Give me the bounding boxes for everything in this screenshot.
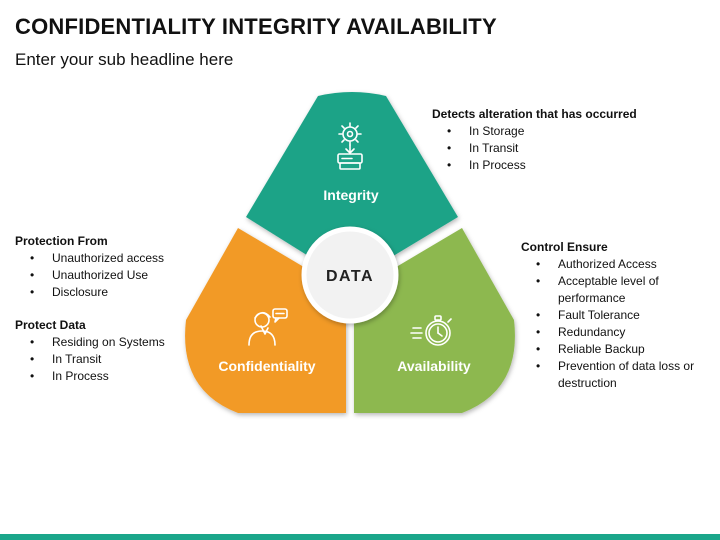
list-item: In Process [15,368,165,385]
list-item: In Process [432,157,637,174]
list-item: Reliable Backup [521,341,711,358]
list-item: Acceptable level of performance [521,273,711,307]
list-item: Authorized Access [521,256,711,273]
slide-subtitle: Enter your sub headline here [15,50,234,69]
list-item: Fault Tolerance [521,307,711,324]
list-item: In Transit [432,140,637,157]
stopwatch-icon [410,315,452,346]
data-center-circle [301,226,399,324]
availability-notes-heading: Control Ensure [521,240,608,254]
center-label: DATA [326,268,374,285]
protection-from-list: Unauthorized access Unauthorized Use Dis… [15,250,164,301]
list-item: Residing on Systems [15,334,165,351]
list-item: Disclosure [15,284,164,301]
integrity-label: Integrity [323,187,378,203]
gear-cloud-server-icon [337,122,363,170]
person-speech-bubble-icon [248,308,288,346]
integrity-segment [246,92,458,282]
protection-from-notes: Protection From Unauthorized access Unau… [15,233,164,301]
integrity-notes-list: In Storage In Transit In Process [432,123,637,174]
list-item: Prevention of data loss or destruction [521,358,711,392]
protect-data-notes: Protect Data Residing on Systems In Tran… [15,317,165,385]
slide-title: CONFIDENTIALITY INTEGRITY AVAILABILITY [15,14,497,39]
list-item: In Transit [15,351,165,368]
protection-from-heading: Protection From [15,234,108,248]
availability-label: Availability [397,358,471,374]
list-item: Unauthorized Use [15,267,164,284]
list-item: In Storage [432,123,637,140]
availability-notes: Control Ensure Authorized Access Accepta… [521,239,711,392]
confidentiality-label: Confidentiality [218,358,315,374]
protect-data-heading: Protect Data [15,318,86,332]
list-item: Redundancy [521,324,711,341]
list-item: Unauthorized access [15,250,164,267]
bottom-accent-bar [0,534,720,540]
protect-data-list: Residing on Systems In Transit In Proces… [15,334,165,385]
integrity-notes-heading: Detects alteration that has occurred [432,107,637,121]
availability-notes-list: Authorized Access Acceptable level of pe… [521,256,711,392]
integrity-notes: Detects alteration that has occurred In … [432,106,637,174]
